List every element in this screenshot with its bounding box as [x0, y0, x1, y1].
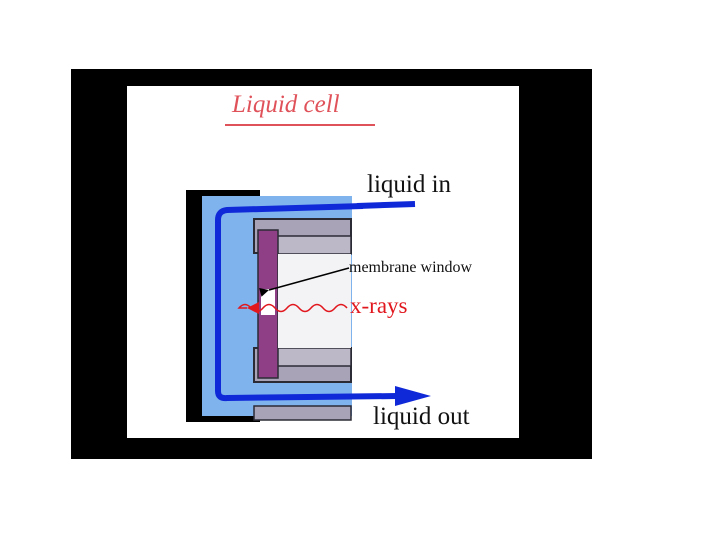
membrane-pointer-line — [259, 267, 350, 297]
diagram-title: Liquid cell — [232, 91, 340, 118]
label-x-rays: x-rays — [350, 293, 408, 318]
cell-wall-bottom — [186, 416, 260, 422]
liquid-out-arrowhead — [395, 386, 431, 406]
x-ray-bore — [278, 254, 351, 348]
cell-wall-top — [186, 190, 260, 196]
label-membrane-window: membrane window — [349, 259, 473, 276]
cell-body-base — [253, 405, 352, 421]
x-ray-beam — [237, 302, 348, 314]
liquid-cell-diagram — [186, 190, 431, 422]
diagram-panel: Liquid cell liquid in membrane window x-… — [127, 86, 519, 438]
liquid-flow-path — [215, 203, 398, 402]
label-liquid-in: liquid in — [367, 171, 452, 198]
title-underline — [225, 124, 375, 126]
liquid-in-arrow — [356, 201, 416, 209]
label-liquid-out: liquid out — [373, 403, 470, 430]
cell-body-bottom-inner — [276, 347, 352, 367]
cell-body-top-inner — [276, 235, 352, 255]
cell-wall-vertical — [186, 190, 203, 422]
membrane-window — [261, 289, 275, 315]
